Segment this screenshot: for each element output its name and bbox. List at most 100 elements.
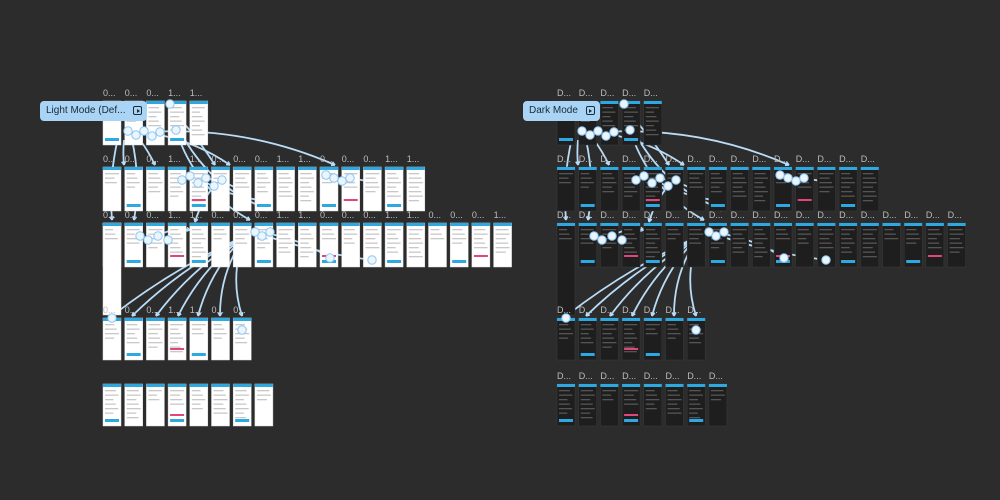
screen-frame[interactable] — [384, 166, 404, 212]
screen-frame[interactable] — [838, 166, 858, 212]
connector-node-icon[interactable] — [185, 171, 195, 181]
screen-frame[interactable] — [124, 317, 143, 361]
connector-node-icon[interactable] — [193, 178, 203, 188]
connector-node-icon[interactable] — [163, 235, 173, 245]
screen-frame[interactable] — [903, 222, 923, 268]
screen-frame[interactable] — [708, 166, 728, 212]
connector-node-icon[interactable] — [711, 231, 721, 241]
screen-frame[interactable] — [167, 166, 187, 212]
connector-node-icon[interactable] — [631, 175, 641, 185]
screen-frame[interactable] — [578, 166, 597, 212]
screen-frame[interactable] — [578, 383, 597, 427]
screen-frame[interactable] — [124, 222, 143, 268]
screen-frame[interactable] — [556, 222, 576, 316]
screen-frame[interactable] — [146, 166, 165, 212]
screen-frame[interactable] — [428, 222, 447, 268]
screen-frame[interactable] — [102, 166, 122, 212]
screen-frame[interactable] — [146, 222, 165, 268]
connector-node-icon[interactable] — [655, 173, 665, 183]
connector-node-icon[interactable] — [217, 175, 227, 185]
screen-frame[interactable] — [600, 166, 619, 212]
connector-node-icon[interactable] — [704, 227, 714, 237]
screen-frame[interactable] — [449, 222, 469, 268]
screen-frame[interactable] — [556, 317, 576, 361]
screen-frame[interactable] — [621, 383, 641, 427]
screen-frame[interactable] — [102, 383, 122, 427]
connector-node-icon[interactable] — [691, 325, 701, 335]
screen-frame[interactable] — [167, 100, 187, 146]
screen-frame[interactable] — [708, 383, 728, 427]
connector-node-icon[interactable] — [250, 227, 260, 237]
screen-frame[interactable] — [578, 317, 597, 361]
connector-node-icon[interactable] — [155, 127, 165, 137]
connector-node-icon[interactable] — [821, 255, 831, 265]
screen-frame[interactable] — [643, 100, 663, 146]
screen-frame[interactable] — [621, 166, 641, 212]
screen-frame[interactable] — [146, 317, 165, 361]
connector-node-icon[interactable] — [265, 227, 275, 237]
screen-frame[interactable] — [189, 317, 209, 361]
connector-node-icon[interactable] — [783, 173, 793, 183]
connector-node-icon[interactable] — [325, 253, 335, 263]
screen-frame[interactable] — [232, 317, 252, 361]
screen-frame[interactable] — [665, 383, 684, 427]
connector-node-icon[interactable] — [561, 313, 571, 323]
screen-frame[interactable] — [686, 222, 706, 268]
screen-frame[interactable] — [146, 383, 165, 427]
screen-frame[interactable] — [189, 383, 209, 427]
screen-frame[interactable] — [730, 222, 749, 268]
screen-frame[interactable] — [600, 222, 619, 268]
screen-frame[interactable] — [167, 222, 187, 268]
connector-node-icon[interactable] — [719, 227, 729, 237]
screen-frame[interactable] — [232, 383, 252, 427]
screen-frame[interactable] — [406, 222, 426, 268]
prototype-connector[interactable] — [122, 139, 125, 166]
screen-frame[interactable] — [211, 383, 230, 427]
screen-frame[interactable] — [665, 222, 684, 268]
screen-frame[interactable] — [860, 166, 880, 212]
connector-node-icon[interactable] — [135, 231, 145, 241]
screen-frame[interactable] — [882, 222, 901, 268]
prototype-connector[interactable] — [576, 139, 579, 166]
connector-node-icon[interactable] — [671, 175, 681, 185]
play-frame-icon[interactable] — [133, 106, 143, 115]
screen-frame[interactable] — [578, 222, 597, 268]
screen-frame[interactable] — [925, 222, 945, 268]
screen-frame[interactable] — [752, 222, 771, 268]
screen-frame[interactable] — [102, 222, 122, 316]
connector-node-icon[interactable] — [177, 175, 187, 185]
connector-node-icon[interactable] — [321, 170, 331, 180]
connector-node-icon[interactable] — [139, 126, 149, 136]
screen-frame[interactable] — [621, 317, 641, 361]
connector-node-icon[interactable] — [593, 126, 603, 136]
screen-frame[interactable] — [254, 383, 274, 427]
prototype-connector[interactable] — [613, 134, 685, 166]
screen-frame[interactable] — [556, 383, 576, 427]
connector-node-icon[interactable] — [337, 176, 347, 186]
screen-frame[interactable] — [621, 100, 641, 146]
connector-node-icon[interactable] — [147, 131, 157, 141]
screen-frame[interactable] — [276, 222, 295, 268]
connector-node-icon[interactable] — [165, 99, 175, 109]
screen-frame[interactable] — [124, 383, 143, 427]
screen-frame[interactable] — [363, 166, 382, 212]
screen-frame[interactable] — [211, 317, 230, 361]
connector-node-icon[interactable] — [779, 253, 789, 263]
screen-frame[interactable] — [752, 166, 771, 212]
connector-node-icon[interactable] — [607, 231, 617, 241]
screen-frame[interactable] — [471, 222, 491, 268]
connector-node-icon[interactable] — [609, 127, 619, 137]
screen-frame[interactable] — [232, 166, 252, 212]
connector-node-icon[interactable] — [123, 126, 133, 136]
connector-node-icon[interactable] — [791, 176, 801, 186]
connector-node-icon[interactable] — [131, 130, 141, 140]
connector-node-icon[interactable] — [345, 173, 355, 183]
connector-node-icon[interactable] — [601, 131, 611, 141]
screen-frame[interactable] — [298, 166, 317, 212]
screen-frame[interactable] — [817, 222, 836, 268]
screen-frame[interactable] — [384, 222, 404, 268]
screen-frame[interactable] — [167, 383, 187, 427]
connector-node-icon[interactable] — [171, 125, 181, 135]
connector-node-icon[interactable] — [153, 231, 163, 241]
